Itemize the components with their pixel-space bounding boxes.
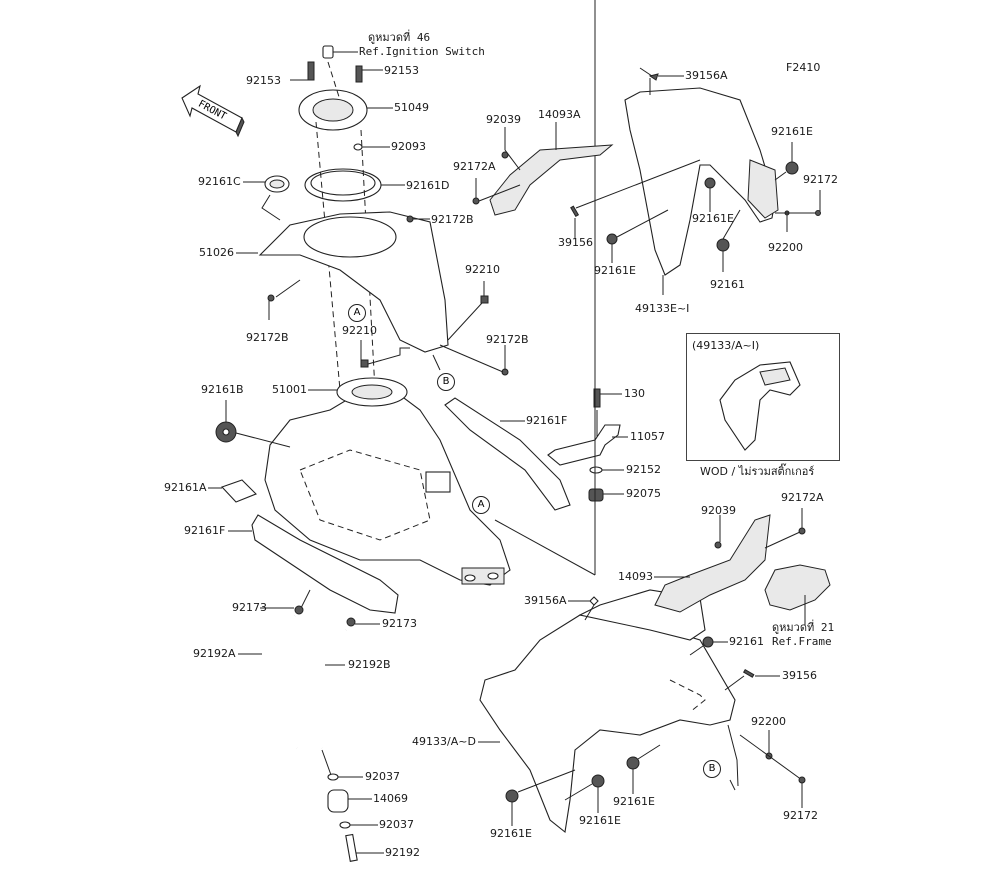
part-label[interactable]: 92161A (164, 481, 207, 494)
part-label[interactable]: 14093 (618, 570, 653, 583)
part-label[interactable]: 92192 (385, 846, 420, 859)
part-label[interactable]: 11057 (630, 430, 665, 443)
inset-caption: WOD / ไม่รวมสติ๊กเกอร์ (700, 465, 815, 478)
bracket-11057 (547, 424, 621, 466)
front-arrow-icon (181, 84, 245, 138)
part-label[interactable]: 92173 (232, 601, 267, 614)
inset-fairing-image (719, 361, 801, 451)
part-label[interactable]: 92210 (342, 324, 377, 337)
part-label[interactable]: 14069 (373, 792, 408, 805)
figure-code: F2410 (786, 61, 821, 74)
part-label[interactable]: 39156A (685, 69, 728, 82)
fuel-filter-14069 (327, 789, 349, 813)
ignition-ref-text[interactable]: Ref.Ignition Switch (359, 45, 485, 58)
part-label[interactable]: 39156A (524, 594, 567, 607)
frame-ref-thai: ดูหมวดที่ 21 (772, 621, 835, 634)
bolt-92153-left (307, 61, 315, 81)
callout-b-lower: B (703, 760, 721, 778)
frame-ref-text[interactable]: Ref.Frame (772, 635, 832, 648)
part-label[interactable]: 92161B (201, 383, 244, 396)
part-label[interactable]: 92161F (526, 414, 568, 427)
part-label[interactable]: 92037 (379, 818, 414, 831)
part-label[interactable]: 39156 (782, 669, 817, 682)
part-label[interactable]: 92161E (490, 827, 532, 840)
part-label[interactable]: 92039 (701, 504, 736, 517)
inset-box: (49133/A~I) (686, 333, 840, 461)
part-label[interactable]: 92161E (579, 814, 621, 827)
part-label[interactable]: 92172 (803, 173, 838, 186)
part-label[interactable]: 92200 (768, 241, 803, 254)
ignition-screw (322, 45, 334, 59)
part-label[interactable]: 92153 (384, 64, 419, 77)
part-label[interactable]: 130 (624, 387, 645, 400)
pad-92161A (221, 479, 257, 503)
part-label[interactable]: 39156 (558, 236, 593, 249)
cowling-49133-A-D (479, 614, 736, 834)
callout-a-upper: A (348, 304, 366, 322)
part-label[interactable]: 92161E (594, 264, 636, 277)
sponge-92161F-right (444, 397, 571, 511)
part-label[interactable]: 92192B (348, 658, 391, 671)
part-label[interactable]: 92039 (486, 113, 521, 126)
part-label[interactable]: 14093A (538, 108, 581, 121)
part-label[interactable]: 92152 (626, 463, 661, 476)
part-label[interactable]: 92172B (431, 213, 474, 226)
part-label[interactable]: 92200 (751, 715, 786, 728)
part-label[interactable]: 92161C (198, 175, 241, 188)
callout-b-upper: B (437, 373, 455, 391)
part-label[interactable]: 92161D (406, 179, 450, 192)
part-label[interactable]: 92093 (391, 140, 426, 153)
part-label[interactable]: 92172A (781, 491, 824, 504)
part-label[interactable]: 92210 (465, 263, 500, 276)
part-label[interactable]: 92173 (382, 617, 417, 630)
part-label[interactable]: 92161F (184, 524, 226, 537)
part-label[interactable]: 92161E (771, 125, 813, 138)
part-label[interactable]: 51001 (272, 383, 307, 396)
part-label[interactable]: 92037 (365, 770, 400, 783)
part-label[interactable]: 92172A (453, 160, 496, 173)
part-label[interactable]: 92161E (692, 212, 734, 225)
panel-14093A (489, 144, 614, 216)
frame-bracket (764, 564, 831, 611)
part-label[interactable]: 49133/A~D (412, 735, 476, 748)
panel-14093 (654, 514, 771, 613)
callout-a-lower: A (472, 496, 490, 514)
part-label[interactable]: 51026 (199, 246, 234, 259)
part-label[interactable]: 92075 (626, 487, 661, 500)
sponge-92161F-left (251, 514, 399, 614)
part-label[interactable]: 92192A (193, 647, 236, 660)
part-label[interactable]: 51049 (394, 101, 429, 114)
tank-cover-51026 (258, 211, 449, 353)
part-label[interactable]: 49133E~I (635, 302, 690, 315)
part-label[interactable]: 92153 (246, 74, 281, 87)
part-label[interactable]: 92161 (729, 635, 764, 648)
part-label[interactable]: 92172 (783, 809, 818, 822)
part-label[interactable]: 92172B (486, 333, 529, 346)
part-label[interactable]: 92172B (246, 331, 289, 344)
part-label[interactable]: 92161E (613, 795, 655, 808)
bolt-92153-right (355, 65, 363, 83)
part-label[interactable]: 92161 (710, 278, 745, 291)
cowling-49133E-I (624, 87, 776, 276)
ignition-ref-thai: ดูหมวดที่ 46 (368, 31, 431, 44)
inset-title: (49133/A~I) (692, 339, 760, 352)
